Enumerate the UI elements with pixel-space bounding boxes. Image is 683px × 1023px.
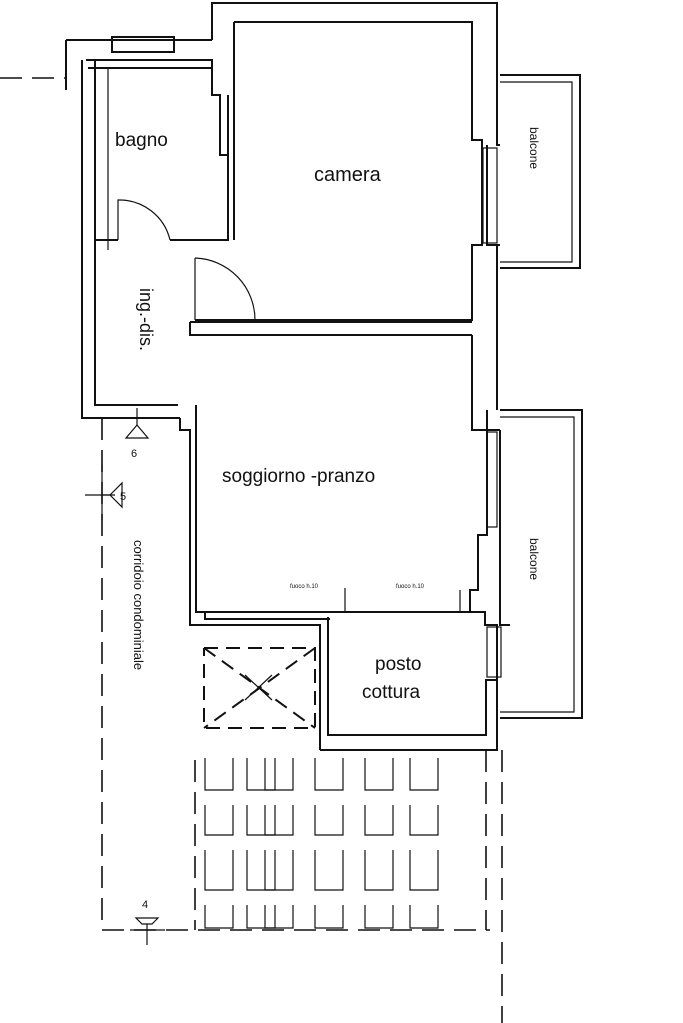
stair-step — [246, 758, 276, 791]
room-bagno: bagno — [115, 130, 168, 151]
balcony-bottom — [500, 409, 583, 719]
bagno-walls — [86, 36, 229, 250]
note-left: fuoco h.10 — [290, 584, 319, 590]
stair-step — [204, 850, 234, 891]
stair-step — [409, 850, 439, 891]
marker-6: 6 — [124, 408, 150, 460]
marker-5: 5 — [102, 481, 126, 509]
room-posto-cottura-line2: cottura — [362, 682, 421, 703]
soggiorno-walls — [179, 335, 498, 750]
balcony-top-label: balcone — [527, 127, 541, 169]
stair-step — [246, 850, 276, 891]
stair-grid — [204, 758, 439, 929]
stair-step — [409, 905, 439, 929]
stair-step — [314, 758, 344, 791]
stair-step — [364, 905, 394, 929]
stair-step — [264, 850, 294, 891]
stair-step — [264, 905, 294, 929]
stair-step — [364, 758, 394, 791]
windows — [482, 147, 502, 678]
balcony-bottom-label: balcone — [527, 538, 541, 580]
marker-6-label: 6 — [131, 448, 137, 460]
stair-step — [314, 850, 344, 891]
camera-walls — [189, 21, 483, 336]
room-camera: camera — [314, 164, 382, 186]
stair-step — [409, 805, 439, 836]
entry-door — [85, 465, 115, 520]
stair-step — [364, 805, 394, 836]
corridor-outline — [0, 77, 503, 1023]
room-posto-cottura-line1: posto — [375, 654, 421, 675]
stair-step — [314, 905, 344, 929]
stair-step — [264, 758, 294, 791]
marker-4: 4 — [130, 899, 165, 945]
stair-step — [314, 805, 344, 836]
note-right: fuoco h.10 — [396, 584, 425, 590]
marker-4-label: 4 — [142, 899, 148, 911]
marker-5-label: 5 — [120, 491, 126, 503]
room-ingresso: ing.-dis. — [136, 288, 156, 351]
stair-step — [246, 805, 276, 836]
stair-step — [409, 758, 439, 791]
room-soggiorno: soggiorno -pranzo — [222, 466, 375, 487]
stair-step — [204, 905, 234, 929]
stair-step — [264, 805, 294, 836]
stair-step — [204, 805, 234, 836]
stair-step — [204, 758, 234, 791]
stair-step — [364, 850, 394, 891]
corridor-label: corridoio condominiale — [131, 540, 146, 670]
stair-step — [246, 905, 276, 929]
balcony-top — [500, 74, 581, 269]
vent-shaft — [203, 647, 316, 729]
